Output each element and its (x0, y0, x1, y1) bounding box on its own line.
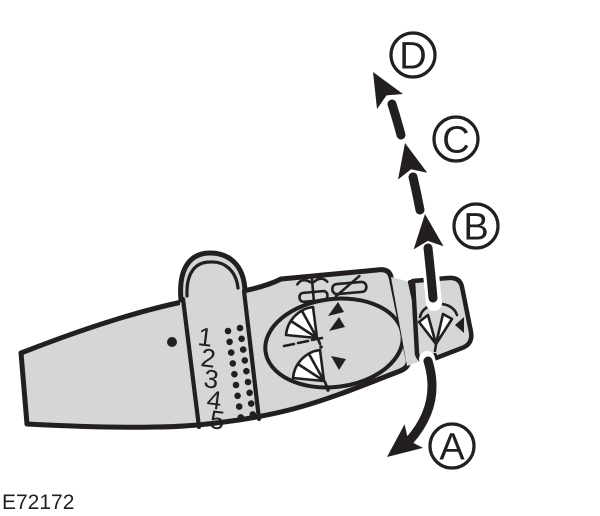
intermittent-dashes (282, 336, 324, 348)
figure-code: E72172 (2, 491, 74, 514)
arrow-b (413, 214, 444, 311)
collar-dots (224, 324, 257, 421)
wiper-fan-intermittent-icon (282, 336, 330, 392)
collar-number-3: 3 (202, 363, 220, 395)
collar-cap-inner-arc (185, 260, 240, 298)
collar-number-5: 5 (208, 404, 226, 436)
arrow-c (398, 143, 428, 215)
index-dot (167, 337, 177, 347)
lever-outline-left (18, 299, 185, 427)
collar-dot (246, 389, 253, 397)
callout-letter-a: A (439, 427, 465, 469)
collar-left-edge (180, 296, 202, 430)
collar-dot (234, 392, 241, 400)
callout-a: A (428, 422, 476, 470)
collar-dot (239, 346, 247, 353)
collar-dot (229, 360, 237, 367)
collar-dot (224, 327, 232, 335)
collar-cap-arc (178, 250, 248, 303)
collar-number-4: 4 (205, 384, 223, 416)
collar-dot (244, 378, 252, 386)
collar-dot (236, 324, 244, 332)
speed-down-triangle (331, 356, 346, 370)
up-triangle-icon (329, 317, 345, 331)
collar-position-numbers: 1 2 3 4 5 (196, 321, 226, 436)
callout-circle-c (432, 115, 480, 163)
collar-dot (231, 370, 238, 378)
collar-dot (243, 367, 250, 375)
callout-circle-b (452, 202, 500, 250)
arrow-a (387, 351, 440, 457)
collar-dot (226, 338, 233, 346)
arrow-d (373, 72, 406, 140)
collar-dot (249, 411, 257, 418)
windscreen-wiper-icon (331, 274, 368, 298)
callout-b: B (452, 202, 500, 250)
lever-outline-right (24, 267, 411, 430)
callout-d: D (389, 31, 437, 79)
collar-dot (241, 357, 249, 364)
callout-circle-d (389, 31, 437, 79)
collar-right-edge (241, 288, 262, 422)
wiper-fan-icon (284, 305, 323, 349)
callout-circle-a (428, 422, 476, 470)
collar-dot (235, 403, 243, 410)
callout-c: C (432, 115, 480, 163)
callout-letter-c: C (442, 120, 469, 162)
selector-triangle-icon (455, 317, 464, 333)
up-triangle-icon (328, 302, 344, 316)
collar-number-1: 1 (196, 321, 214, 353)
collar-dot (232, 381, 240, 389)
rotary-collar: 1 2 3 4 5 (167, 250, 262, 436)
collar-dot (238, 335, 245, 343)
collar-dot (237, 414, 245, 421)
speed-up-triangles (328, 302, 345, 331)
collar-dot (247, 400, 255, 407)
callout-letter-b: B (463, 207, 488, 249)
collar-number-2: 2 (199, 342, 217, 374)
collar-dot (227, 349, 235, 356)
callout-letter-d: D (399, 36, 426, 78)
windscreen-washer-icon (296, 277, 329, 304)
